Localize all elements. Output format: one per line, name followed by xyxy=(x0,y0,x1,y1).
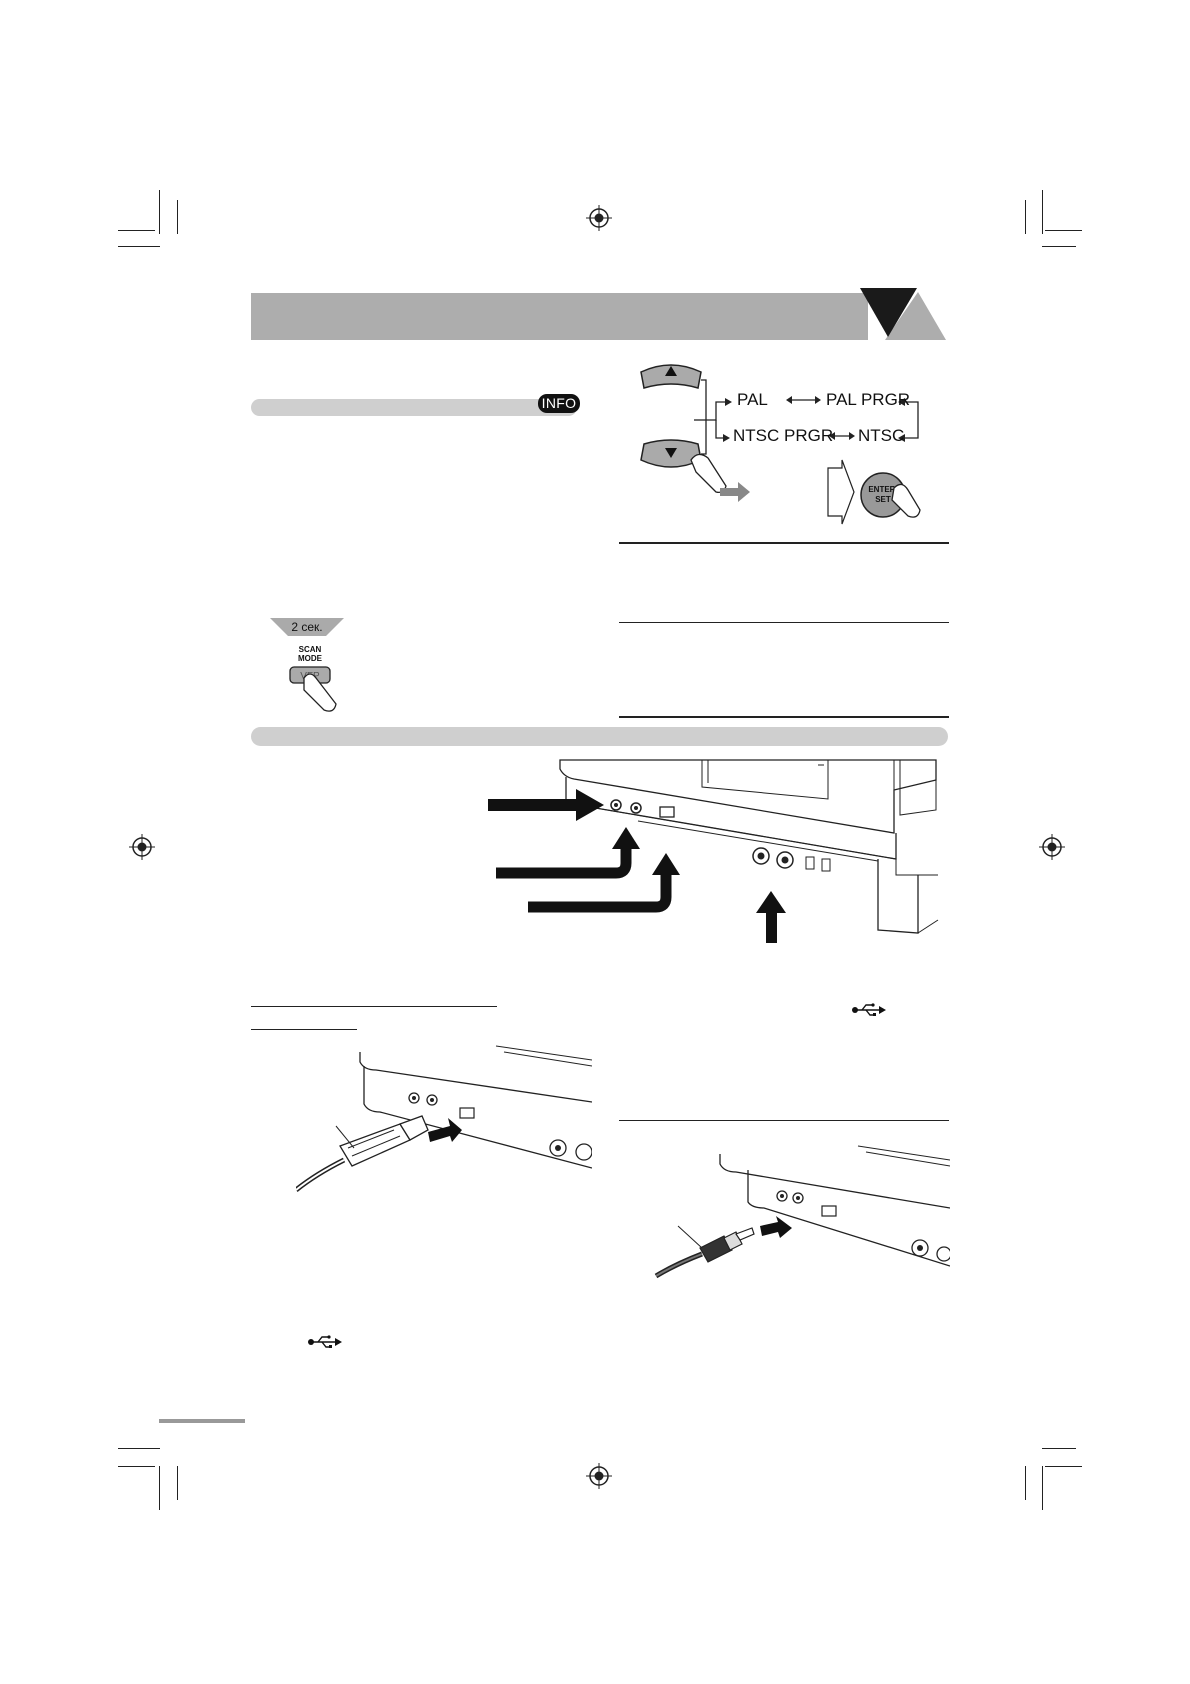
svg-text:SET: SET xyxy=(875,495,891,504)
crop-mark-top-right-v1 xyxy=(1025,200,1026,234)
divider-rule xyxy=(619,1120,949,1121)
format-ntsc: NTSC xyxy=(858,426,905,445)
header-triangle-icon xyxy=(860,288,946,340)
crop-mark-top-left-h2 xyxy=(118,246,160,247)
svg-text:MODE: MODE xyxy=(298,654,323,663)
crop-mark-top-left-h1 xyxy=(118,230,155,231)
section-header-bar xyxy=(251,293,868,340)
divider-rule xyxy=(619,622,949,623)
crop-mark-top-right-h2 xyxy=(1042,246,1076,247)
page-number-bar xyxy=(159,1419,245,1423)
arrow-icon xyxy=(756,891,786,943)
format-pal-prgr: PAL PRGR xyxy=(826,390,911,409)
crop-mark-bottom-left-h1 xyxy=(118,1448,160,1449)
heading-underline xyxy=(251,1029,357,1030)
crop-mark-top-right-v2 xyxy=(1042,190,1043,234)
info-badge: INFO xyxy=(538,394,580,413)
crop-mark-top-right-h1 xyxy=(1045,230,1082,231)
usb-connection-illustration xyxy=(296,1045,592,1192)
heading-underline xyxy=(251,1006,497,1007)
registration-mark-top xyxy=(586,205,612,231)
crop-mark-bottom-left-v2 xyxy=(177,1466,178,1500)
usb-plug-icon xyxy=(296,1115,429,1192)
format-pal: PAL xyxy=(737,390,768,409)
outline-arrow-icon xyxy=(827,459,855,525)
usb-icon xyxy=(308,1335,342,1348)
svg-text:ENTER/: ENTER/ xyxy=(868,485,898,494)
crop-mark-bottom-right-h2 xyxy=(1045,1466,1082,1467)
arrow-icon xyxy=(488,789,604,821)
scan-mode-illustration: 2 сек. SCAN MODE VFP xyxy=(270,618,344,712)
svg-text:SCAN: SCAN xyxy=(299,645,322,654)
video-format-diagram: ENTER/ SET xyxy=(640,364,921,525)
crop-mark-bottom-right-v2 xyxy=(1042,1466,1043,1510)
format-ntsc-prgr: NTSC PRGR xyxy=(733,426,834,445)
audio-connection-illustration xyxy=(654,1145,950,1279)
arrow-icon xyxy=(428,1118,462,1142)
subsection-header-pill xyxy=(251,399,577,416)
section-header-pill xyxy=(251,727,948,746)
svg-text:2 сек.: 2 сек. xyxy=(291,620,322,634)
crop-mark-bottom-left-v1 xyxy=(159,1466,160,1510)
divider-rule xyxy=(619,716,949,718)
crop-mark-top-left-v2 xyxy=(177,200,178,234)
crop-mark-bottom-left-h2 xyxy=(118,1466,155,1467)
arrow-icon xyxy=(528,853,680,913)
arrow-icon xyxy=(720,482,750,502)
finger-icon xyxy=(303,673,337,712)
arrow-icon xyxy=(760,1216,792,1238)
divider-rule xyxy=(619,542,949,544)
crop-mark-top-left-v1 xyxy=(159,190,160,234)
audio-plug-icon xyxy=(654,1227,755,1279)
registration-mark-bottom xyxy=(586,1463,612,1489)
up-button-icon xyxy=(640,364,702,389)
registration-mark-left xyxy=(129,834,155,860)
finger-icon xyxy=(690,453,727,494)
usb-icon xyxy=(852,1003,886,1016)
registration-mark-right xyxy=(1039,834,1065,860)
finger-enter-icon xyxy=(891,483,921,518)
unit-front-panel-illustration xyxy=(488,759,939,943)
crop-mark-bottom-right-v1 xyxy=(1025,1466,1026,1500)
crop-mark-bottom-right-h1 xyxy=(1042,1448,1076,1449)
arrow-icon xyxy=(496,827,640,879)
